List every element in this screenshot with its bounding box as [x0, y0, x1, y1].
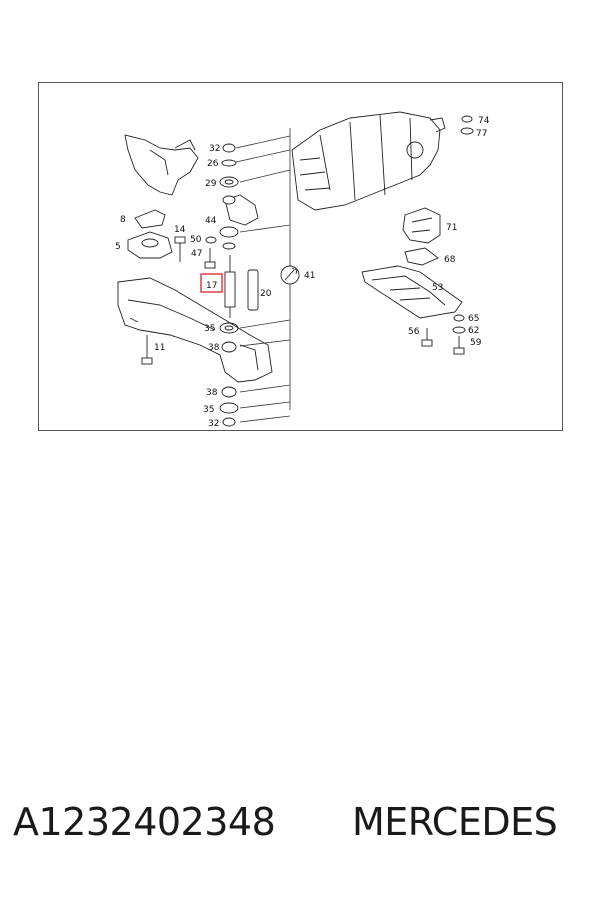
part-56: [421, 328, 433, 347]
part-label-35: 35: [204, 324, 215, 334]
part-label-35: 35: [203, 405, 214, 415]
crossmember: [117, 277, 273, 383]
part-74: [461, 115, 473, 123]
part-number: A1232402348: [13, 800, 276, 844]
part-label-38: 38: [206, 388, 218, 398]
part-label-8: 8: [120, 215, 126, 225]
brand-name: MERCEDES: [352, 800, 558, 844]
part-label-59: 59: [470, 338, 482, 348]
part-20-sleeve: [247, 269, 259, 311]
wrench-icon: [280, 265, 300, 285]
part-53-crossmember: [361, 265, 463, 319]
part-label-53: 53: [432, 283, 443, 293]
part-label-38: 38: [208, 343, 220, 353]
part-label-14: 14: [174, 225, 186, 235]
part-5: [127, 231, 173, 259]
part-label-26: 26: [207, 159, 219, 169]
part-label-74: 74: [478, 116, 490, 126]
part-65: [453, 314, 465, 322]
part-8: [134, 209, 166, 229]
part-label-41: 41: [304, 271, 315, 281]
highlight-box-17: [200, 273, 223, 293]
part-label-17: 17: [206, 281, 217, 291]
part-14: [174, 236, 186, 262]
part-59: [453, 336, 465, 355]
transmission-housing: [291, 111, 446, 211]
part-label-71: 71: [446, 223, 457, 233]
upper-bracket: [124, 134, 259, 226]
part-label-47: 47: [191, 249, 202, 259]
part-label-65: 65: [468, 314, 479, 324]
part-label-29: 29: [205, 179, 217, 189]
part-label-44: 44: [205, 216, 217, 226]
part-label-50: 50: [190, 235, 202, 245]
part-71: [402, 207, 441, 244]
part-17-shock: [224, 255, 236, 318]
leader-lines: [235, 135, 291, 423]
caption: A1232402348 MERCEDES: [0, 800, 600, 860]
washer-stack-upper: [205, 143, 239, 250]
part-label-32: 32: [208, 419, 219, 429]
part-77: [460, 127, 474, 135]
diagram-frame: [38, 82, 563, 431]
part-label-32: 32: [209, 144, 220, 154]
part-label-20: 20: [260, 289, 272, 299]
part-label-56: 56: [408, 327, 420, 337]
part-62: [452, 326, 466, 334]
part-47: [204, 248, 216, 269]
part-label-11: 11: [154, 343, 165, 353]
washer-stack-lower: [219, 322, 239, 427]
part-label-62: 62: [468, 326, 479, 336]
part-68: [404, 247, 439, 266]
part-label-77: 77: [476, 129, 487, 139]
part-11: [141, 335, 153, 365]
part-label-5: 5: [115, 242, 121, 252]
part-label-68: 68: [444, 255, 456, 265]
